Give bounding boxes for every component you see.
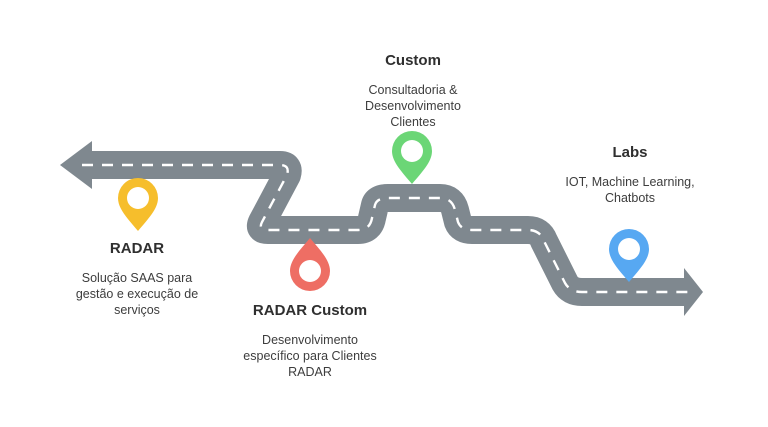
- road-arrow-left: [60, 141, 92, 189]
- map-pin-icon: [118, 178, 158, 231]
- milestone-radar-custom: RADAR Custom Desenvolvimento específico …: [225, 302, 395, 380]
- road-center-dashes: [82, 163, 692, 294]
- milestone-labs: Labs IOT, Machine Learning, Chatbots: [545, 144, 715, 206]
- milestone-description: IOT, Machine Learning, Chatbots: [565, 175, 695, 205]
- road-arrow-right: [684, 268, 703, 316]
- milestone-radar: RADAR Solução SAAS para gestão e execuçã…: [52, 240, 222, 318]
- milestone-description: Consultadoria & Desenvolvimento Clientes: [365, 83, 461, 129]
- milestone-description: Solução SAAS para gestão e execução de s…: [75, 271, 199, 317]
- milestone-description: Desenvolvimento específico para Clientes…: [243, 333, 377, 379]
- milestone-title: Custom: [385, 52, 441, 69]
- map-pin-icon: [609, 229, 649, 282]
- milestone-custom: Custom Consultadoria & Desenvolvimento C…: [328, 52, 498, 130]
- milestone-title: RADAR: [109, 240, 165, 257]
- milestone-title: Labs: [612, 144, 648, 161]
- map-pin-icon: [290, 238, 330, 291]
- map-pin-icon: [392, 131, 432, 184]
- milestone-title: RADAR Custom: [252, 302, 368, 319]
